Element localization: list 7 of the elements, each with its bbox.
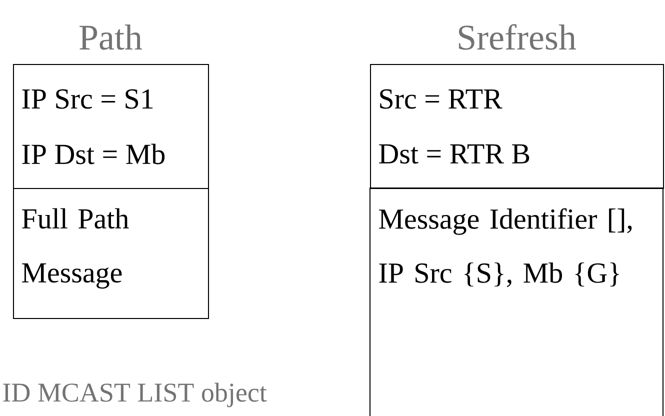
field-box: Message Identifier [], IP Src {S}, Mb {G} bbox=[370, 188, 664, 416]
field-box: Srefresh Src = RTR Dst = RTR B bbox=[370, 24, 664, 189]
field-box: Path IP Src = S1 IP Dst = Mb bbox=[13, 24, 209, 189]
field-box: Full Path Message bbox=[13, 188, 209, 319]
node-label: Srefresh bbox=[458, 24, 576, 50]
note-text: ID MCAST LIST object bbox=[3, 382, 267, 408]
node-label: Path bbox=[80, 24, 142, 50]
